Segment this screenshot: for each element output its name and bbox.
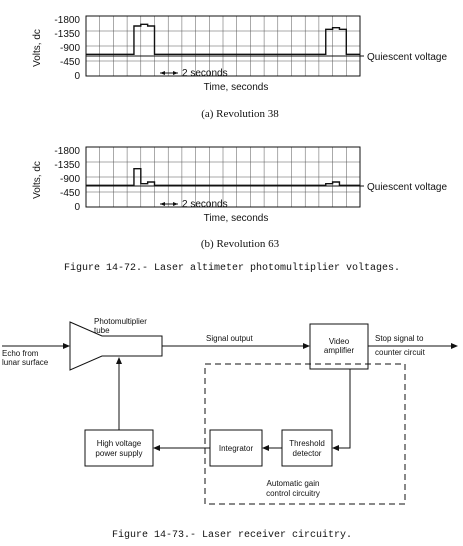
y-axis-label: Volts, dc (32, 161, 43, 199)
feedback-line (336, 369, 351, 449)
arrowhead (153, 445, 160, 451)
threshold-label-line2: detector (293, 449, 322, 458)
timescale-label: 2 seconds (182, 68, 228, 79)
plot-frame (85, 15, 361, 77)
pmt-label-line1: Photomultiplier (94, 317, 147, 326)
series-line (86, 167, 360, 187)
y-tick-label: -900 (60, 174, 80, 185)
arrowhead (116, 357, 122, 364)
chart-revolution-63: Volts, dc -1800 -1350 -900 -450 0 Quiesc… (32, 146, 447, 250)
pmt-label-line2: tube (94, 326, 110, 335)
y-axis-label: Volts, dc (32, 29, 43, 67)
agc-enclosure (204, 363, 406, 505)
y-tick-label: -1350 (54, 160, 80, 171)
y-tick-label: 0 (74, 202, 80, 213)
photomultiplier-tube (69, 321, 163, 371)
arrowhead (262, 445, 269, 451)
arrowhead (332, 445, 339, 451)
arrowhead (451, 343, 458, 349)
y-tick-label: 0 (74, 71, 80, 82)
threshold-detector-block (281, 429, 333, 467)
echo-label-line1: Echo from (2, 349, 39, 358)
plot-frame (85, 146, 361, 208)
hv-power-supply-block (84, 429, 154, 467)
y-tick-label: -900 (60, 43, 80, 54)
series-line (86, 23, 360, 56)
grid (86, 147, 360, 207)
signal-output-label: Signal output (206, 334, 253, 343)
threshold-label-line1: Threshold (289, 439, 325, 448)
arrowhead (303, 343, 310, 349)
figure-72-caption: Figure 14-72.- Laser altimeter photomult… (64, 262, 400, 274)
quiescent-label: Quiescent voltage (367, 52, 447, 63)
stop-signal-label-line1: Stop signal to (375, 334, 424, 343)
subfigure-caption: (a) Revolution 38 (201, 108, 279, 120)
figure-73-caption: Figure 14-73.- Laser receiver circuitry. (112, 529, 352, 541)
timescale-label: 2 seconds (182, 199, 228, 210)
timescale-marker: 2 seconds (160, 68, 228, 79)
video-amp-label-line2: amplifier (324, 346, 355, 355)
grid (86, 16, 360, 76)
quiescent-label: Quiescent voltage (367, 182, 447, 193)
hv-label-line1: High voltage (97, 439, 142, 448)
y-tick-label: -1800 (54, 15, 80, 26)
agc-label-line2: control circuitry (266, 489, 320, 498)
stop-signal-label-line2: counter circuit (375, 348, 426, 357)
x-axis-label: Time, seconds (204, 213, 269, 224)
y-tick-label: -1800 (54, 146, 80, 157)
video-amp-label-line1: Video (329, 337, 350, 346)
block-diagram: Echo from lunar surface Photomultiplier … (2, 317, 458, 505)
hv-label-line2: power supply (95, 449, 142, 458)
arrowhead (63, 343, 70, 349)
y-tick-label: -450 (60, 57, 80, 68)
integrator-label: Integrator (219, 444, 254, 453)
y-tick-label: -1350 (54, 29, 80, 40)
echo-label-line2: lunar surface (2, 358, 49, 367)
agc-label-line1: Automatic gain (267, 479, 320, 488)
timescale-marker: 2 seconds (160, 199, 228, 210)
chart-revolution-38: Volts, dc -1800 -1350 -900 -450 0 Quiesc… (32, 15, 447, 120)
x-axis-label: Time, seconds (204, 82, 269, 93)
y-tick-label: -450 (60, 188, 80, 199)
subfigure-caption: (b) Revolution 63 (201, 238, 280, 250)
